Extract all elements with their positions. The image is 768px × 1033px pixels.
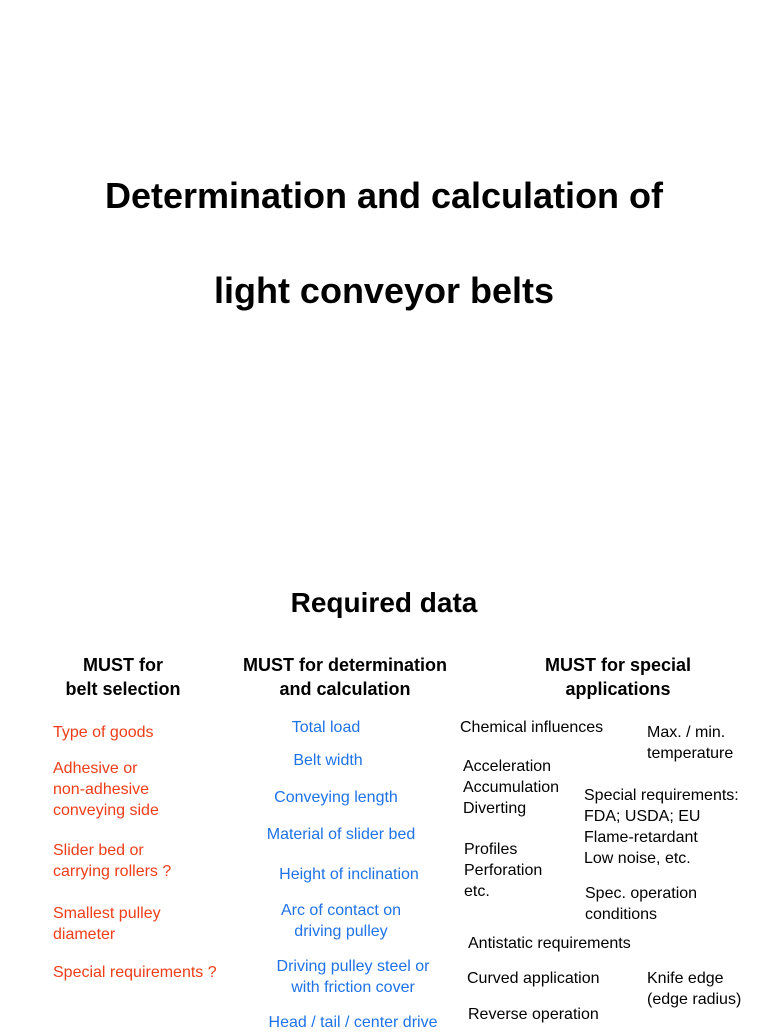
- page-title-line-1: Determination and calculation of: [104, 175, 664, 216]
- list-item-slider-bed: Slider bed or carrying rollers ?: [53, 842, 172, 880]
- column-header-line: MUST for special: [544, 655, 692, 675]
- column-header-line: and calculation: [279, 679, 411, 699]
- list-item-slider-bed-material: Material of slider bed: [266, 826, 416, 843]
- list-item-profiles: Profiles Perforation etc.: [464, 841, 543, 900]
- list-item-reverse-operation: Reverse operation: [468, 1006, 599, 1023]
- list-item-curved-application: Curved application: [467, 970, 600, 987]
- list-item-operation-conditions: Spec. operation conditions: [585, 885, 698, 923]
- list-item-total-load: Total load: [291, 719, 361, 736]
- column-header-line: applications: [565, 679, 671, 699]
- list-item-temperature: Max. / min. temperature: [647, 724, 734, 762]
- list-item-belt-width: Belt width: [293, 752, 363, 769]
- list-item-special-requirements-list: Special requirements: FDA; USDA; EU Flam…: [584, 787, 739, 867]
- column-header-determination: MUST for determination and calculation: [222, 653, 468, 701]
- column-header-belt-selection: MUST for belt selection: [28, 653, 218, 701]
- list-item-acceleration: Acceleration Accumulation Diverting: [463, 758, 560, 817]
- list-item-driving-pulley: Driving pulley steel or with friction co…: [276, 958, 430, 996]
- list-item-height-of-inclination: Height of inclination: [279, 866, 419, 883]
- column-header-line: MUST for determination: [242, 655, 447, 675]
- list-item-drive-position: Head / tail / center drive: [268, 1014, 438, 1031]
- list-item-pulley-diameter: Smallest pulley diameter: [53, 905, 161, 943]
- list-item-type-of-goods: Type of goods: [53, 724, 154, 741]
- list-item-adhesive-side: Adhesive or non-adhesive conveying side: [53, 760, 159, 819]
- list-item-knife-edge: Knife edge (edge radius): [647, 970, 742, 1008]
- list-item-chemical-influences: Chemical influences: [460, 719, 604, 736]
- list-item-conveying-length: Conveying length: [274, 789, 398, 806]
- list-item-arc-of-contact: Arc of contact on driving pulley: [280, 902, 402, 940]
- page-title-line-2: light conveyor belts: [213, 270, 555, 311]
- column-header-special-applications: MUST for special applications: [510, 653, 726, 701]
- list-item-special-requirements: Special requirements ?: [53, 964, 217, 981]
- section-heading: Required data: [290, 587, 478, 618]
- column-header-line: belt selection: [65, 679, 181, 699]
- list-item-antistatic: Antistatic requirements: [468, 935, 631, 952]
- column-header-line: MUST for: [83, 655, 163, 675]
